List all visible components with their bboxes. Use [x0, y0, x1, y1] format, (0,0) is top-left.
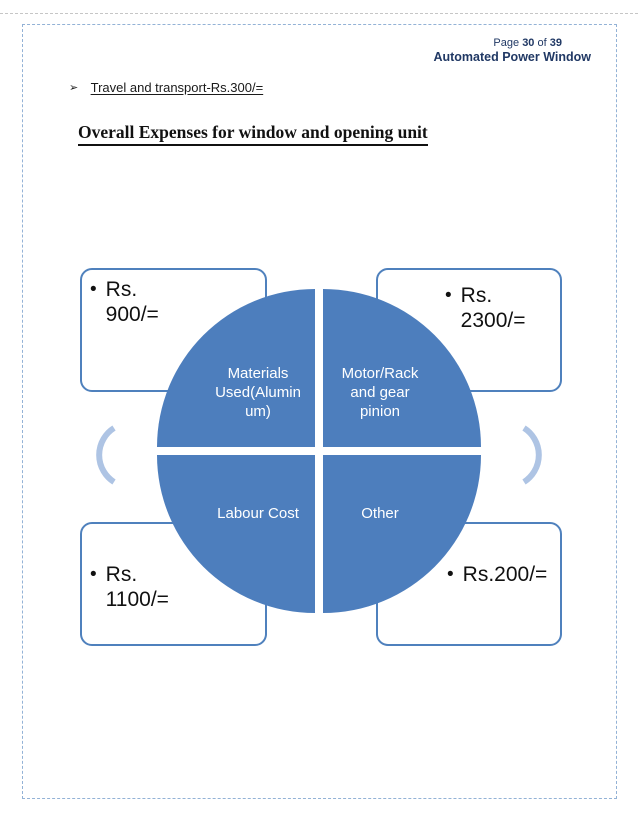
callout-value-materials: • Rs. 900/=: [90, 277, 159, 327]
top-scan-artifact-line: [0, 13, 638, 14]
page-word: Page: [493, 37, 520, 49]
callout-value-text: Rs. 900/=: [105, 278, 159, 326]
page-number: 30: [522, 37, 535, 49]
callout-value-text: Rs.200/=: [462, 563, 548, 586]
page-border: [22, 24, 617, 799]
bullet-dot-icon: •: [90, 564, 97, 585]
section-heading: Overall Expenses for window and opening …: [78, 122, 428, 146]
callout-value-text: Rs. 2300/=: [460, 284, 526, 332]
bullet-dot-icon: •: [90, 279, 97, 300]
callout-value-motor: • Rs. 2300/=: [445, 283, 525, 333]
bullet-dot-icon: •: [445, 285, 452, 306]
callout-value-labour: • Rs. 1100/=: [90, 562, 169, 612]
quadrant-label-other: Other: [361, 505, 399, 522]
quadrant-label-motor: Motor/Rack and gear pinion: [341, 365, 419, 420]
callout-value-text: Rs. 1100/=: [105, 563, 169, 611]
page-header: Page 30 of 39 Automated Power Window: [433, 36, 591, 65]
bullet-item-text: Travel and transport-Rs.300/=: [90, 80, 264, 95]
page-number-line: Page 30 of 39: [433, 36, 562, 50]
arrow-bullet-icon: ➢: [69, 82, 79, 94]
page-total: 39: [549, 37, 562, 49]
of-word: of: [537, 37, 547, 49]
callout-value-other: • Rs.200/=: [447, 562, 547, 587]
bullet-item: ➢ Travel and transport-Rs.300/=: [69, 80, 263, 96]
bullet-dot-icon: •: [447, 564, 454, 585]
doc-title: Automated Power Window: [433, 50, 591, 64]
